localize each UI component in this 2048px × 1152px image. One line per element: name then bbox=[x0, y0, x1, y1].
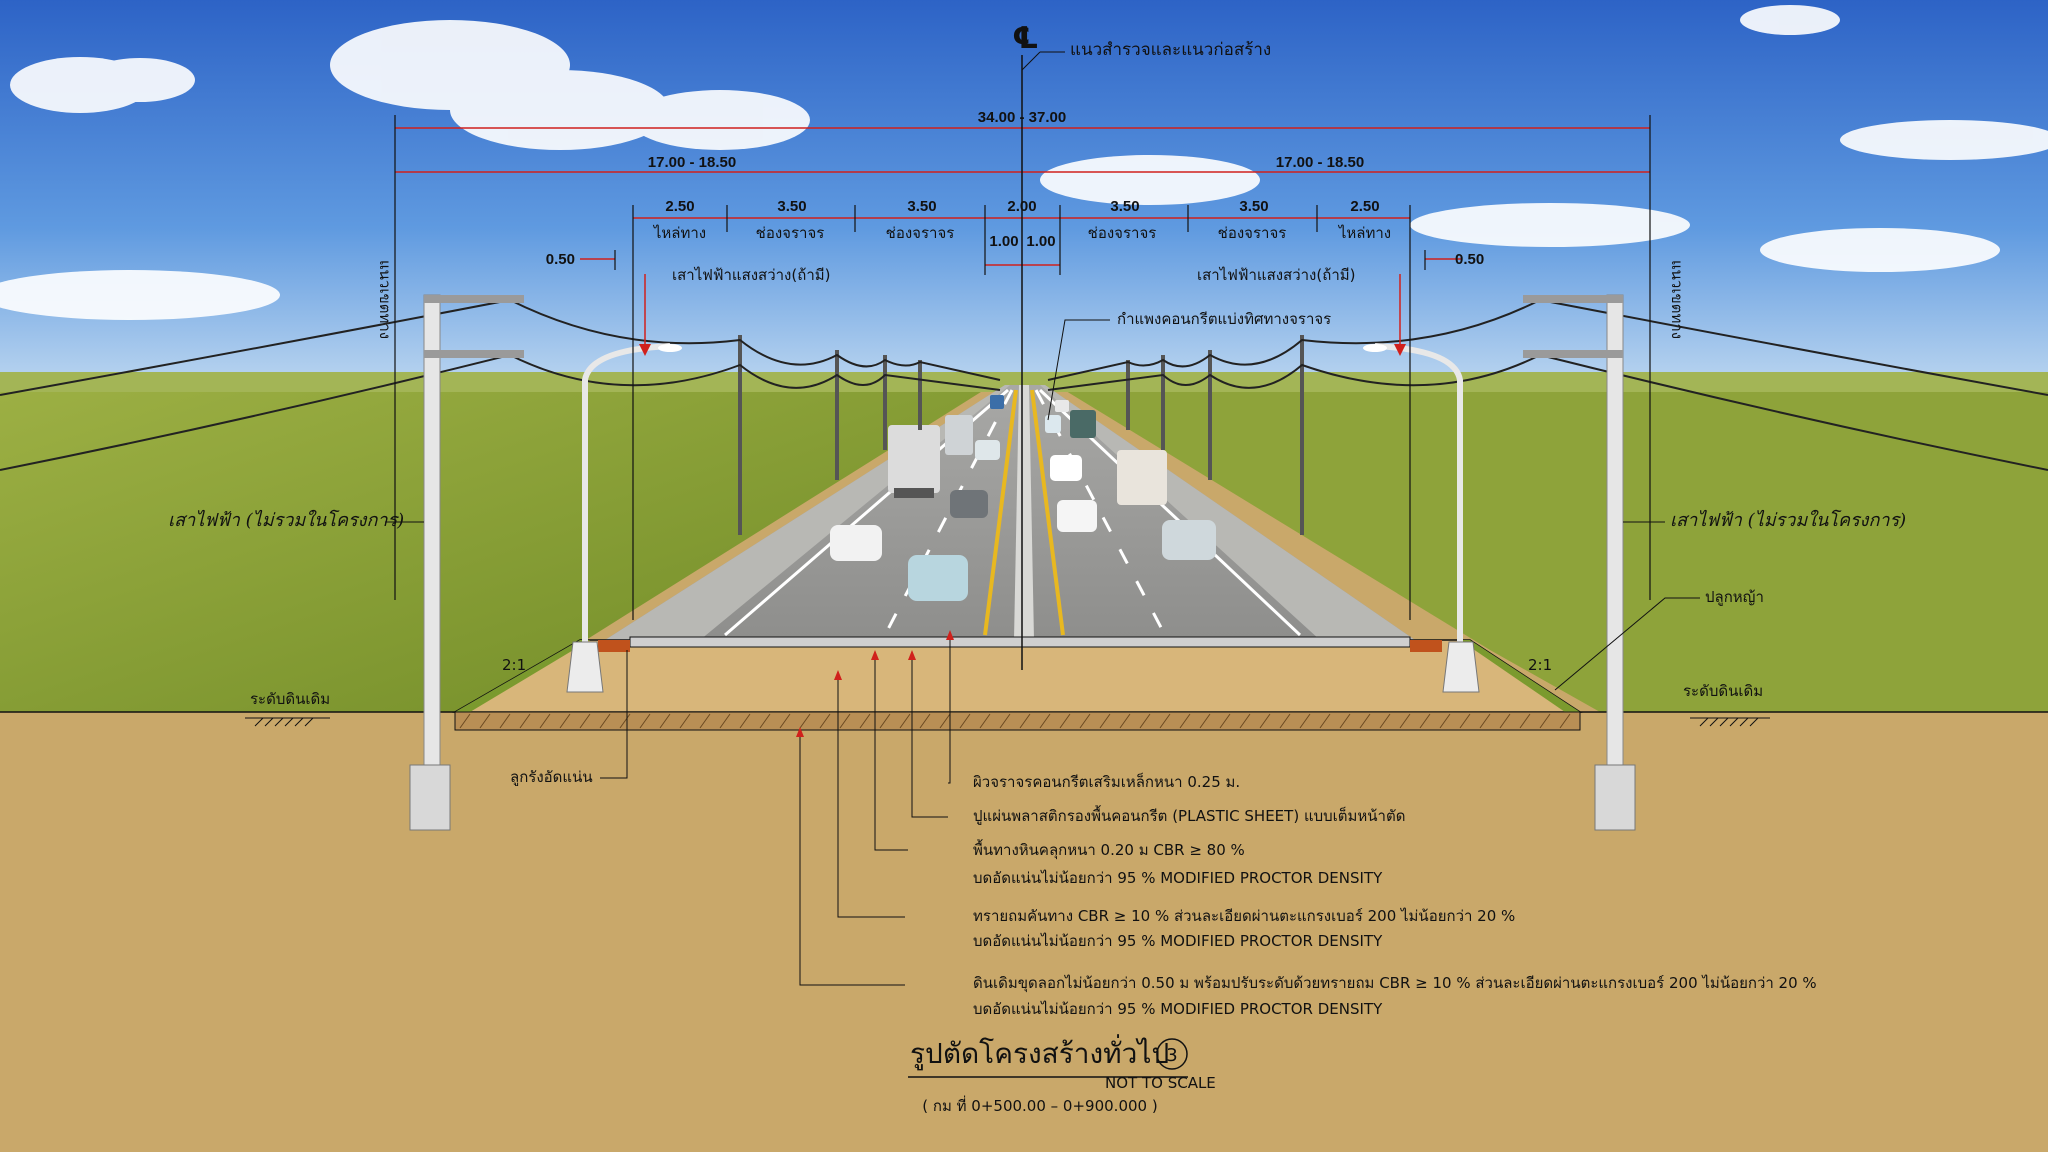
section-title: รูปตัดโครงสร้างทั่วไป bbox=[910, 1034, 1169, 1071]
section-number-circle bbox=[1156, 1038, 1188, 1070]
laterite-left bbox=[598, 640, 630, 652]
median-barrier-leader bbox=[1047, 319, 1110, 421]
layer-leaders bbox=[799, 635, 951, 986]
vehicles bbox=[830, 395, 1216, 601]
grass-field-left bbox=[0, 380, 1000, 712]
grass-leader bbox=[1554, 597, 1700, 691]
layer-note-3-sub: บดอัดแน่นไม่น้อยกว่า 95 % MODIFIED PROCT… bbox=[973, 869, 1383, 887]
layer-arrows bbox=[796, 630, 954, 737]
row-left-label: แนวเขตทาง bbox=[376, 260, 394, 339]
dredged-hatch bbox=[459, 713, 1571, 729]
road-surface bbox=[605, 385, 1415, 640]
dim-offset-left: 0.50 bbox=[546, 251, 575, 268]
median-yellow-left bbox=[983, 389, 1018, 636]
centerline-label: แนวสำรวจและแนวก่อสร้าง bbox=[1070, 40, 1271, 60]
lane-line-left bbox=[883, 389, 1014, 636]
street-light-right-label: เสาไฟฟ้าแสงสว่าง(ถ้ามี) bbox=[1197, 266, 1355, 284]
centerline-leader bbox=[1021, 51, 1041, 71]
dim-left-half: 17.00 - 18.50 bbox=[648, 154, 736, 171]
dim-lane-l3-width: 3.50 bbox=[907, 198, 936, 215]
dim-median-right: 1.00 bbox=[1026, 233, 1055, 250]
layer-note-1: ผิวจราจรคอนกรีตเสริมเหล็กหนา 0.25 ม. bbox=[973, 772, 1240, 791]
street-light-right bbox=[1363, 343, 1480, 693]
lane-r3-name: ไหล่ทาง bbox=[1338, 224, 1391, 242]
scale-note: NOT TO SCALE bbox=[1105, 1074, 1216, 1092]
dim-right-half: 17.00 - 18.50 bbox=[1276, 154, 1364, 171]
lane-l1-name: ไหล่ทาง bbox=[653, 224, 706, 242]
power-pole-right bbox=[1523, 294, 1636, 831]
median-barrier-label: กำแพงคอนกรีตแบ่งทิศทางจราจร bbox=[1117, 310, 1331, 328]
ground-right-symbol bbox=[1690, 717, 1770, 727]
ground-right-label: ระดับดินเดิม bbox=[1683, 682, 1763, 700]
power-pole-right-label: เสาไฟฟ้า (ไม่รวมในโครงการ) bbox=[1670, 509, 1906, 531]
sky bbox=[0, 0, 2048, 380]
dim-lane-l2-width: 3.50 bbox=[777, 198, 806, 215]
dredged-layer bbox=[454, 711, 1581, 731]
dim-total: 34.00 - 37.00 bbox=[978, 109, 1066, 126]
laterite-label: ลูกรังอัดแน่น bbox=[510, 768, 593, 786]
ground-left-symbol bbox=[245, 717, 330, 727]
layer-note-4: ทรายถมคันทาง CBR ≥ 10 % ส่วนละเอียดผ่านต… bbox=[973, 907, 1515, 925]
clouds bbox=[0, 5, 2048, 320]
dim-median-width: 2.00 bbox=[1007, 198, 1036, 215]
dim-lane-r2-width: 3.50 bbox=[1239, 198, 1268, 215]
layer-note-2: ปูแผ่นพลาสติกรองพื้นคอนกรีต (PLASTIC SHE… bbox=[973, 805, 1405, 825]
grass-field-right bbox=[1048, 380, 2048, 712]
slope-grass-right bbox=[1460, 640, 1580, 712]
laterite-right bbox=[1410, 640, 1442, 652]
lane-r1-name: ช่องจราจร bbox=[1088, 224, 1157, 242]
ground-left-label: ระดับดินเดิม bbox=[250, 690, 330, 708]
dim-offset-right: 0.50 bbox=[1455, 251, 1484, 268]
median-barrier bbox=[1014, 385, 1034, 640]
lane-l3-name: ช่องจราจร bbox=[886, 224, 955, 242]
dim-lane-r3-width: 2.50 bbox=[1350, 198, 1379, 215]
layer-note-4-sub: บดอัดแน่นไม่น้อยกว่า 95 % MODIFIED PROCT… bbox=[973, 932, 1383, 950]
lane-r2-name: ช่องจราจร bbox=[1218, 224, 1287, 242]
dimension-ticks bbox=[394, 115, 1651, 620]
street-light-left bbox=[566, 343, 682, 693]
layer-note-5: ดินเดิมขุดลอกไม่น้อยกว่า 0.50 ม พร้อมปรั… bbox=[973, 974, 1817, 993]
power-pole-left bbox=[409, 294, 524, 831]
laterite-leader bbox=[600, 650, 628, 779]
dim-lane-l1-width: 2.50 bbox=[665, 198, 694, 215]
slope-right-label: 2:1 bbox=[1528, 656, 1552, 674]
median-yellow-right bbox=[1030, 389, 1065, 636]
layer-note-5-sub: บดอัดแน่นไม่น้อยกว่า 95 % MODIFIED PROCT… bbox=[973, 1000, 1383, 1018]
slope-left-label: 2:1 bbox=[502, 656, 526, 674]
power-lines bbox=[0, 298, 2048, 471]
lane-l2-name: ช่องจราจร bbox=[756, 224, 825, 242]
road-shoulder-right bbox=[1040, 385, 1415, 640]
dim-lane-r1-width: 3.50 bbox=[1110, 198, 1139, 215]
station-range: ( กม ที่ 0+500.00 – 0+900.000 ) bbox=[922, 1095, 1157, 1115]
distant-poles bbox=[738, 335, 1304, 535]
dim-median-left: 1.00 bbox=[989, 233, 1018, 250]
layer-note-3: พื้นทางหินคลุกหนา 0.20 ม CBR ≥ 80 % bbox=[973, 839, 1245, 860]
horizon-band bbox=[0, 372, 2048, 392]
centerline-symbol: ℄ bbox=[1012, 21, 1039, 56]
section-number: 3 bbox=[1166, 1045, 1177, 1066]
soil bbox=[0, 712, 2048, 1152]
row-right-label: แนวเขตทาง bbox=[1668, 260, 1686, 339]
grass-label: ปลูกหญ้า bbox=[1705, 588, 1764, 606]
pavement-slab bbox=[629, 636, 1411, 648]
street-light-left-label: เสาไฟฟ้าแสงสว่าง(ถ้ามี) bbox=[672, 266, 830, 284]
slope-grass-left bbox=[455, 640, 590, 712]
power-pole-left-label: เสาไฟฟ้า (ไม่รวมในโครงการ) bbox=[168, 509, 404, 531]
